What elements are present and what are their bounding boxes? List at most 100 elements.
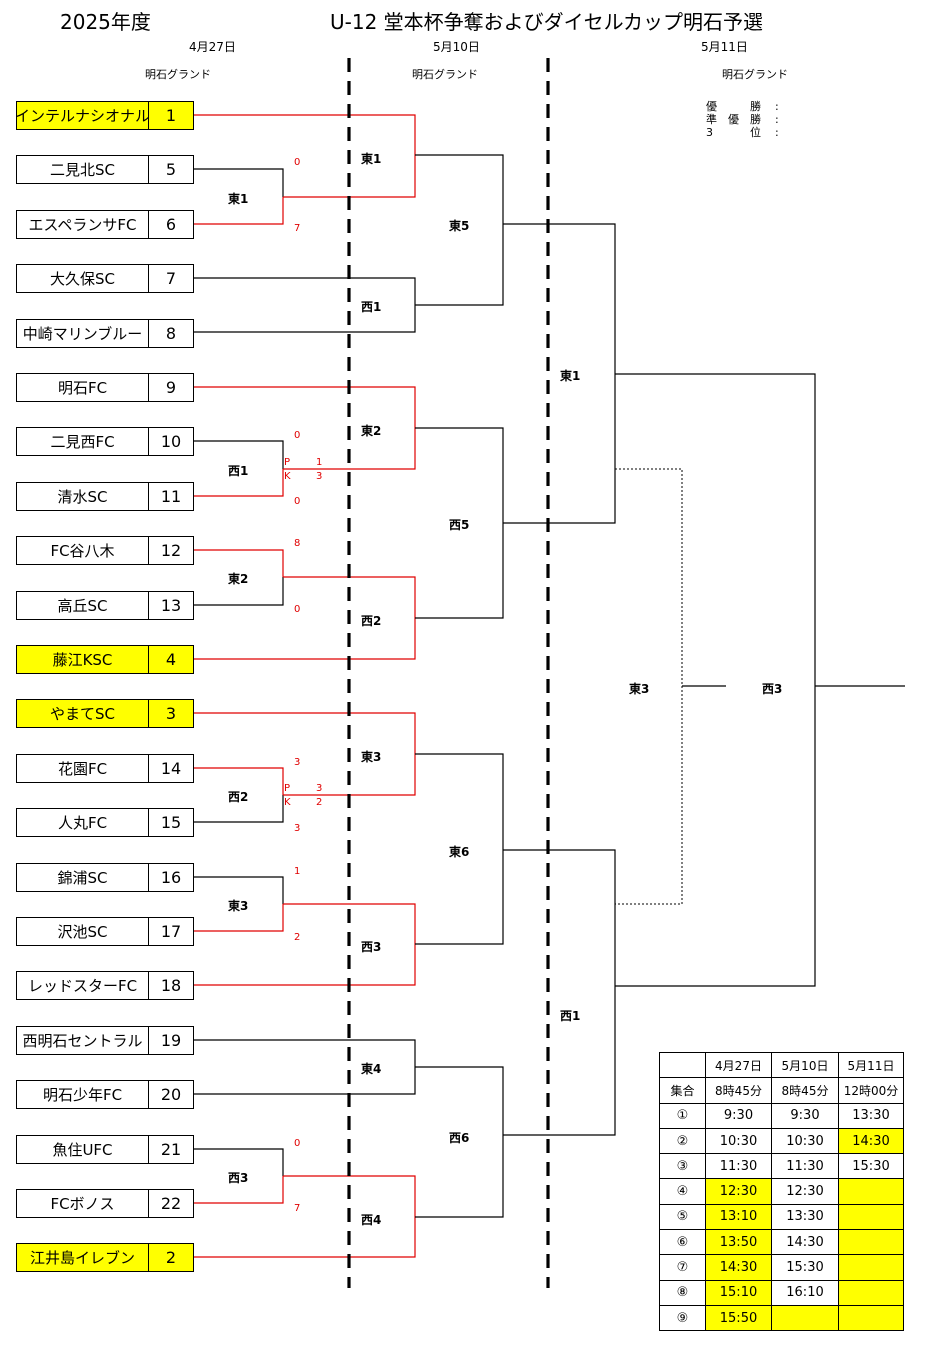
bracket-line: [194, 305, 416, 333]
bracket-line: [194, 944, 416, 986]
bracket-line: [194, 386, 416, 428]
team-name: 高丘SC: [16, 591, 149, 620]
team-name: 中崎マリンブルー: [16, 319, 149, 348]
schedule-time-cell: 11:30: [705, 1153, 772, 1180]
team-name: レッドスターFC: [16, 971, 149, 1000]
schedule-slot-label: ①: [659, 1102, 706, 1129]
schedule-time-cell: 12時00分: [838, 1077, 904, 1104]
schedule-time-cell: [771, 1304, 839, 1332]
schedule-header-cell: 4月27日: [705, 1051, 772, 1079]
schedule-time-cell: 9:30: [705, 1102, 772, 1129]
r1-label-1: 東1: [228, 192, 249, 206]
team-number: 1: [149, 101, 194, 130]
bracket-line: [194, 197, 284, 225]
team-number: 13: [149, 591, 194, 620]
score-m1-bottom: 7: [294, 223, 301, 234]
team-number: 2: [149, 1243, 194, 1272]
schedule-slot-label: ⑨: [659, 1304, 706, 1332]
team-number: 8: [149, 319, 194, 348]
r4-label-2: 西1: [560, 1009, 581, 1023]
result-runner-up: 準優勝 :: [706, 113, 779, 126]
r2-label-3: 東2: [361, 424, 382, 438]
team-number: 20: [149, 1080, 194, 1109]
score-m4-pk-k: K: [284, 797, 291, 808]
r1-label-6: 西3: [228, 1171, 249, 1185]
team-name: 花園FC: [16, 754, 149, 783]
team-name: 大久保SC: [16, 264, 149, 293]
r1-label-5: 東3: [228, 899, 249, 913]
round-date-3: 5月11日: [701, 40, 748, 54]
team-name: 西明石セントラル: [16, 1026, 149, 1055]
schedule-header-cell: [659, 1051, 706, 1079]
score-m4-pk-p: P: [284, 783, 291, 794]
r2-label-1: 東1: [361, 152, 382, 166]
schedule-time-cell: 13:50: [705, 1229, 772, 1256]
bracket-line: [194, 1148, 284, 1176]
bracket-line: [194, 549, 284, 577]
final-label: 西3: [762, 682, 783, 696]
schedule-header-cell: 5月11日: [838, 1051, 904, 1079]
team-name: やまてSC: [16, 699, 149, 728]
schedule-time-cell: 13:30: [838, 1102, 904, 1129]
team-number: 22: [149, 1189, 194, 1218]
r2-label-8: 西4: [361, 1213, 382, 1227]
score-m2-pk-p: P: [284, 457, 291, 468]
team-number: 17: [149, 917, 194, 946]
team-number: 12: [149, 536, 194, 565]
schedule-time-cell: 12:30: [705, 1178, 772, 1205]
bracket-line: [283, 428, 416, 470]
schedule-time-cell: 15:30: [771, 1254, 839, 1281]
bracket-line: [503, 223, 616, 524]
team-number: 6: [149, 210, 194, 239]
score-m4-top: 3: [294, 757, 301, 768]
score-m2-bottom: 0: [294, 496, 301, 507]
schedule-time-cell: [838, 1254, 904, 1281]
bracket-line: [194, 577, 284, 606]
schedule-time-cell: 9:30: [771, 1102, 839, 1129]
bracket-line: [415, 154, 504, 306]
bracket-line: [194, 767, 284, 795]
schedule-time-cell: 16:10: [771, 1279, 839, 1306]
score-m6-top: 0: [294, 1138, 301, 1149]
schedule-time-cell: [838, 1279, 904, 1306]
r3-label-2: 西5: [449, 518, 470, 532]
score-m2-pk-k: K: [284, 471, 291, 482]
third-place-label: 東3: [629, 682, 650, 696]
team-number: 14: [149, 754, 194, 783]
team-name: 明石少年FC: [16, 1080, 149, 1109]
schedule-time-cell: 8時45分: [705, 1077, 772, 1104]
team-number: 19: [149, 1026, 194, 1055]
team-number: 21: [149, 1135, 194, 1164]
score-m2-top: 0: [294, 430, 301, 441]
schedule-slot-label: ⑥: [659, 1229, 706, 1256]
team-number: 16: [149, 863, 194, 892]
team-number: 3: [149, 699, 194, 728]
schedule-time-cell: 13:10: [705, 1203, 772, 1231]
score-m3-top: 8: [294, 538, 301, 549]
score-m3-bottom: 0: [294, 604, 301, 615]
team-number: 15: [149, 808, 194, 837]
team-name: 藤江KSC: [16, 645, 149, 674]
schedule-slot-label: ④: [659, 1178, 706, 1205]
schedule-time-cell: [838, 1203, 904, 1231]
schedule-slot-label: ②: [659, 1127, 706, 1155]
team-name: 人丸FC: [16, 808, 149, 837]
bracket-line: [283, 155, 416, 198]
bracket-line: [194, 1176, 284, 1204]
score-m6-bottom: 7: [294, 1203, 301, 1214]
team-name: 明石FC: [16, 373, 149, 402]
r2-label-4: 西2: [361, 614, 382, 628]
result-winner: 優勝 :: [706, 100, 779, 113]
team-name: FC谷八木: [16, 536, 149, 565]
team-name: 錦浦SC: [16, 863, 149, 892]
team-number: 5: [149, 155, 194, 184]
schedule-slot-label: ⑤: [659, 1203, 706, 1231]
score-m4-pk-bottom: 2: [316, 797, 323, 808]
score-m2-pk-top: 1: [316, 457, 323, 468]
